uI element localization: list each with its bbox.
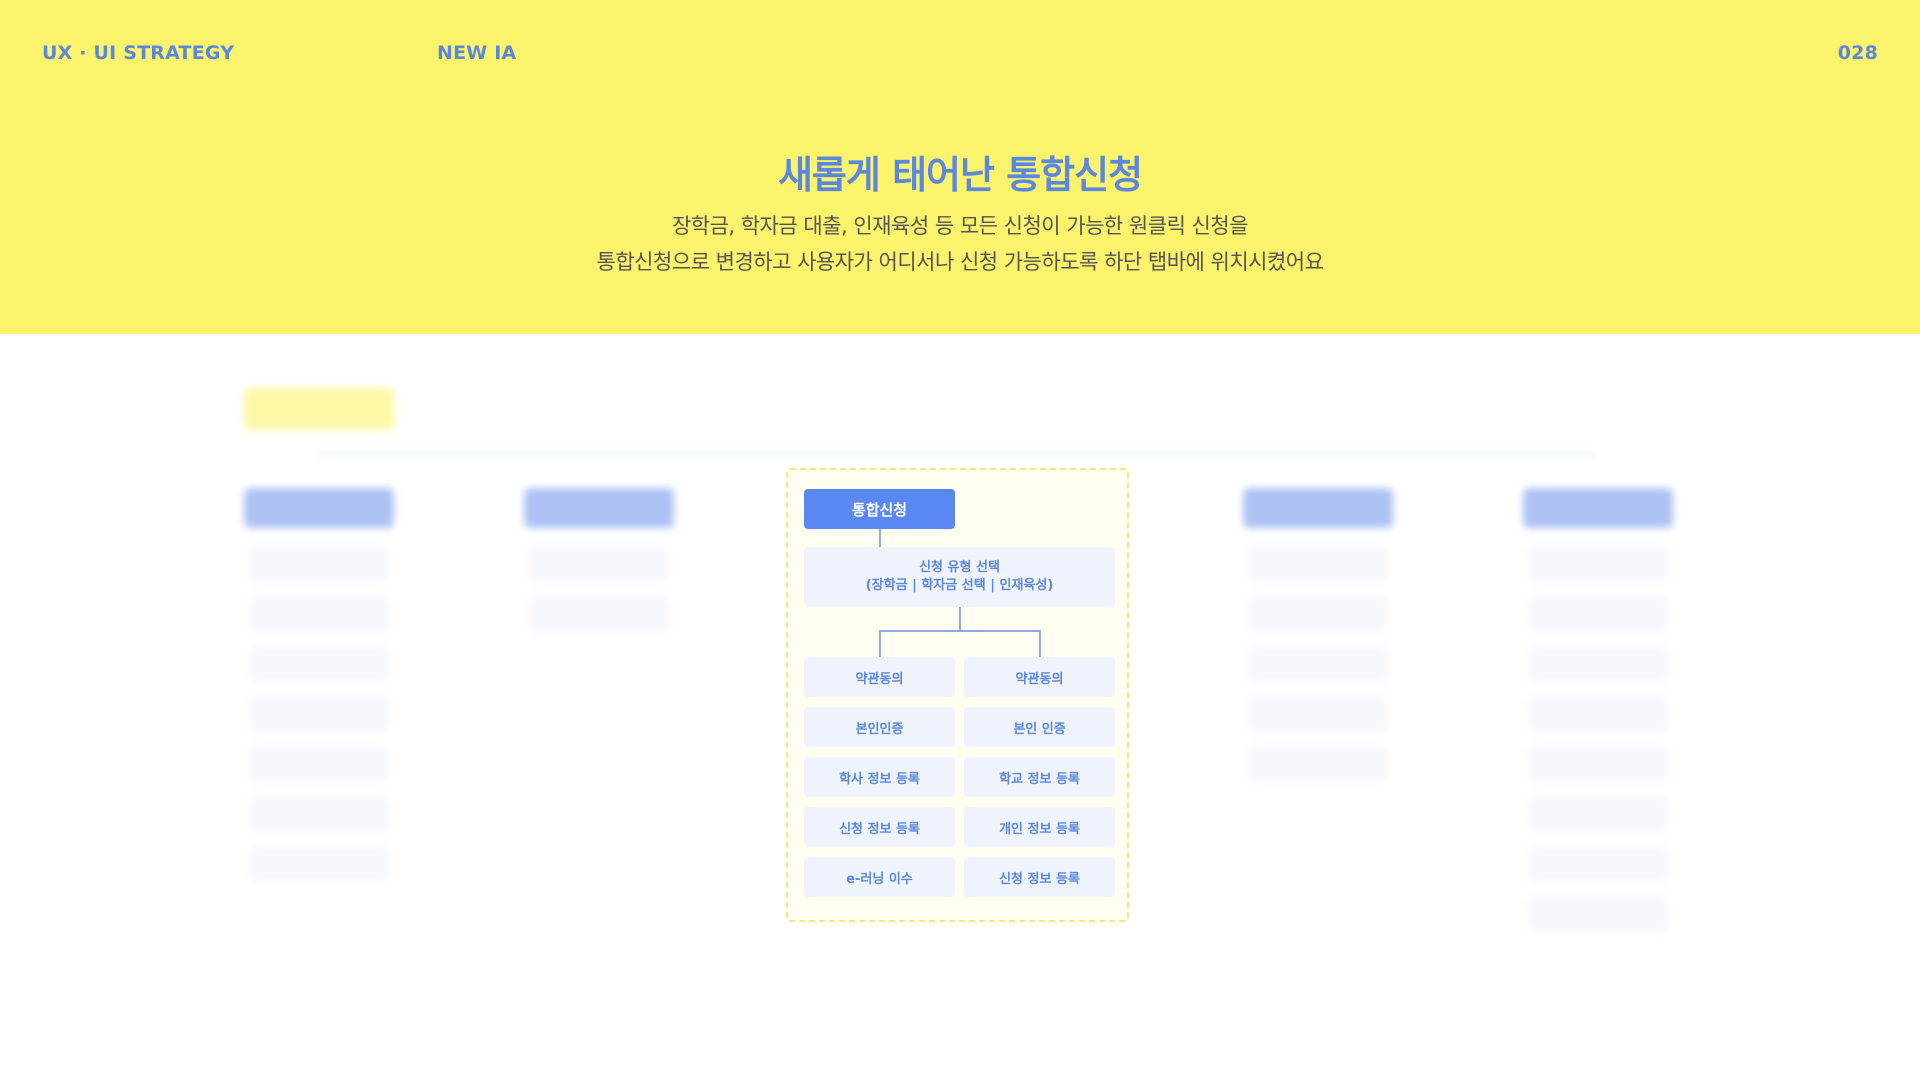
left-step: 약관동의 — [804, 657, 955, 697]
ghost-item — [1528, 746, 1668, 782]
ghost-item — [1528, 696, 1668, 732]
ghost-item — [1528, 596, 1668, 632]
right-step: 학교 정보 등록 — [964, 757, 1115, 797]
description-line-1: 장학금, 학자금 대출, 인재육성 등 모든 신청이 가능한 원클릭 신청을 — [671, 214, 1249, 238]
connector-line — [879, 630, 1041, 632]
right-step: 개인 정보 등록 — [964, 807, 1115, 847]
description-line-2: 통합신청으로 변경하고 사용자가 어디서나 신청 가능하도록 하단 탭바에 위치… — [596, 250, 1324, 274]
left-step: 학사 정보 등록 — [804, 757, 955, 797]
left-step: 본인인증 — [804, 707, 955, 747]
ghost-item — [1528, 646, 1668, 682]
select-node-options: (장학금 | 학자금 선택 | 인재육성) — [865, 578, 1054, 593]
section-label: UX · UI STRATEGY — [42, 42, 235, 64]
ghost-column-head — [244, 488, 394, 528]
right-step: 신청 정보 등록 — [964, 857, 1115, 897]
ghost-item — [249, 696, 389, 732]
description: 장학금, 학자금 대출, 인재육성 등 모든 신청이 가능한 원클릭 신청을 통… — [0, 208, 1920, 280]
header-band: UX · UI STRATEGY NEW IA 028 새롭게 태어난 통합신청… — [0, 0, 1920, 334]
ghost-column-head — [1523, 488, 1673, 528]
right-step: 본인 인증 — [964, 707, 1115, 747]
ghost-item — [249, 596, 389, 632]
ghost-column-head — [524, 488, 674, 528]
connector-line — [879, 630, 881, 658]
page-number: 028 — [1837, 42, 1878, 64]
ghost-item — [249, 746, 389, 782]
ghost-item — [1248, 546, 1388, 582]
connector-line — [1039, 630, 1041, 658]
ghost-item — [1528, 846, 1668, 882]
left-step: 신청 정보 등록 — [804, 807, 955, 847]
application-type-select-node: 신청 유형 선택 (장학금 | 학자금 선택 | 인재육성) — [804, 547, 1115, 607]
ghost-item — [1248, 696, 1388, 732]
ghost-connector — [318, 454, 1598, 456]
ghost-item — [249, 846, 389, 882]
right-step: 약관동의 — [964, 657, 1115, 697]
ghost-item — [1528, 546, 1668, 582]
ghost-item — [529, 596, 669, 632]
root-node-unified-application: 통합신청 — [804, 489, 955, 529]
ghost-item — [1248, 596, 1388, 632]
ghost-item — [249, 796, 389, 832]
ghost-item — [249, 546, 389, 582]
ghost-column-head — [1243, 488, 1393, 528]
blurred-sitemap — [0, 334, 1920, 1080]
connector-line — [959, 607, 961, 631]
connector-line — [879, 529, 881, 547]
ghost-item — [1528, 896, 1668, 932]
select-node-title: 신청 유형 선택 — [919, 560, 1000, 575]
subsection-label: NEW IA — [437, 42, 517, 64]
ghost-item — [1248, 646, 1388, 682]
ghost-item — [1528, 796, 1668, 832]
page-title: 새롭게 태어난 통합신청 — [777, 153, 1143, 197]
ghost-item — [1248, 746, 1388, 782]
ghost-item — [529, 546, 669, 582]
left-step: e-러닝 이수 — [804, 857, 955, 897]
ghost-item — [249, 646, 389, 682]
ghost-root-node — [244, 388, 394, 430]
